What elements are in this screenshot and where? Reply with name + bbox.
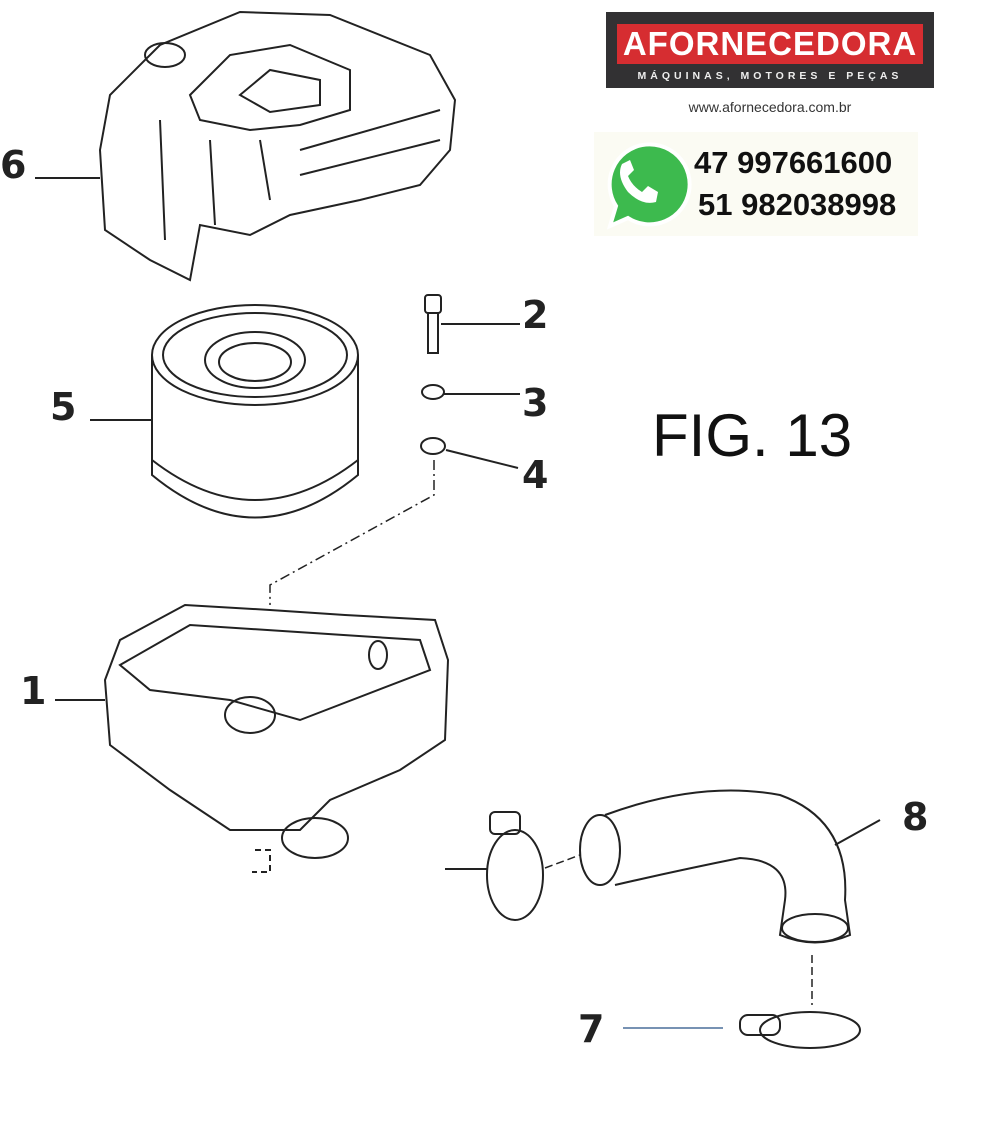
callout-6: 6 (0, 143, 27, 187)
callout-8: 8 (902, 795, 929, 839)
phone-2: 51 982038998 (698, 187, 897, 222)
part-3-washer (421, 384, 445, 400)
assembly-line (269, 460, 435, 605)
figure-label: FIG. 13 (652, 402, 853, 469)
website-url: www.afornecedora.com.br (688, 99, 852, 115)
callout-4: 4 (522, 453, 549, 497)
phone-1: 47 997661600 (694, 145, 893, 180)
part-4-washer (420, 437, 446, 455)
callout-3: 3 (522, 381, 549, 425)
logo-name: AFORNECEDORA (622, 25, 918, 62)
callout-5: 5 (50, 385, 77, 429)
part-7-hose-clamp (739, 1011, 861, 1049)
logo-tagline: MÁQUINAS, MOTORES E PEÇAS (637, 70, 903, 82)
contact-box: 47 997661600 51 982038998 (594, 132, 918, 236)
whatsapp-icon (606, 142, 692, 230)
callout-2: 2 (522, 293, 549, 337)
part-6-air-filter-cover (98, 10, 457, 282)
brand-logo: AFORNECEDORA MÁQUINAS, MOTORES E PEÇAS (606, 12, 934, 88)
leader-4 (445, 449, 519, 469)
assembly-line-2 (544, 854, 581, 869)
hose-clamp-upper (486, 811, 544, 921)
part-2-bolt (424, 294, 442, 354)
callout-7: 7 (578, 1007, 605, 1051)
part-1-housing (103, 603, 450, 873)
part-5-filter-element (151, 304, 359, 519)
leader-8 (834, 819, 881, 846)
part-8-intake-hose (579, 789, 852, 944)
callout-1: 1 (20, 669, 47, 713)
